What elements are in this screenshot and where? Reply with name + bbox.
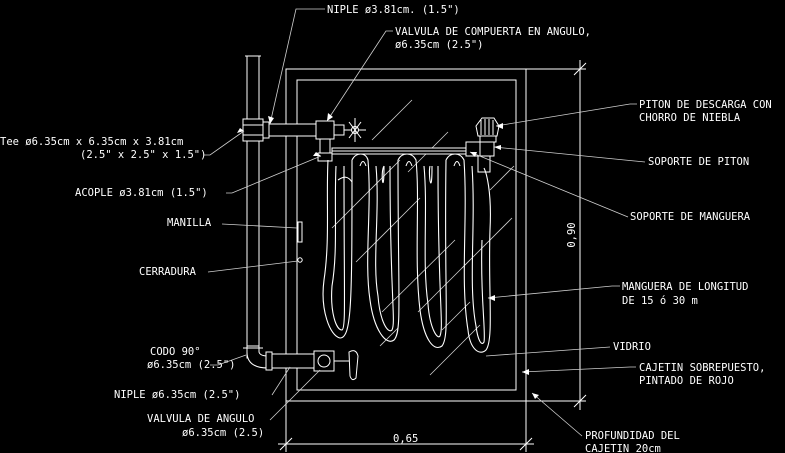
label-manguera-line1: MANGUERA DE LONGITUD [622,281,748,293]
label-valvula-compuerta-line2: ø6.35cm (2.5") [395,39,484,51]
label-soporte-manguera: SOPORTE DE MANGUERA [630,211,751,223]
label-cerradura: CERRADURA [139,266,197,278]
label-profundidad-line2: CAJETIN 20cm [585,443,661,453]
mist-nozzle [475,117,500,143]
bottom-nipple-pipe [267,353,317,369]
leader-arrowheads [237,113,539,399]
label-niple-bottom: NIPLE ø6.35cm (2.5") [114,389,240,401]
cabinet-outer-frame [285,68,527,402]
label-codo-line1: CODO 90° [150,346,201,358]
label-vidrio: VIDRIO [613,341,651,353]
label-soporte-piton: SOPORTE DE PITON [648,156,749,168]
height-dimension-text: 0,90 [566,222,578,247]
top-gate-valve [315,120,335,140]
bottom-valve-handwheel [348,350,359,381]
door-handle [297,221,303,243]
label-cajetin-line1: CAJETIN SOBREPUESTO, [639,362,765,374]
elbow-90-fitting [246,345,269,369]
cabinet-inner-frame [296,79,517,391]
label-valvula-angulo-line1: VALVULA DE ANGULO [147,413,254,425]
height-dimension [526,60,587,410]
label-valvula-angulo-line2: ø6.35cm (2.5) [182,427,264,439]
vertical-supply-pipe [246,55,260,359]
width-dimension [278,401,534,452]
leader-lines [204,8,646,437]
label-manguera-line2: DE 15 ó 30 m [622,295,698,307]
label-tee-line1: Tee ø6.35cm x 6.35cm x 3.81cm [0,136,183,148]
label-piton-line1: PITON DE DESCARGA CON [639,99,772,111]
top-nipple-pipe [262,123,318,137]
label-piton-line2: CHORRO DE NIEBLA [639,112,741,124]
glass-hatch [331,99,515,376]
label-niple-top: NIPLE ø3.81cm. (1.5") [327,4,460,16]
door-lock [297,257,303,263]
label-acople: ACOPLE ø3.81cm (1.5") [75,187,208,199]
label-codo-line2: ø6.35cm (2.5") [147,359,236,371]
label-tee-line2: (2.5" x 2.5" x 1.5") [80,149,206,161]
label-manilla: MANILLA [167,217,212,229]
tee-fitting [242,118,264,142]
label-profundidad-line1: PROFUNDIDAD DEL [585,430,680,442]
folded-hose-inner [331,160,485,344]
width-dimension-text: 0,65 [393,433,418,445]
label-valvula-compuerta-line1: VALVULA DE COMPUERTA EN ANGULO, [395,26,591,38]
label-cajetin-line2: PINTADO DE ROJO [639,375,734,387]
folded-hose-outer [322,153,491,353]
coupling-fitting [319,138,331,154]
